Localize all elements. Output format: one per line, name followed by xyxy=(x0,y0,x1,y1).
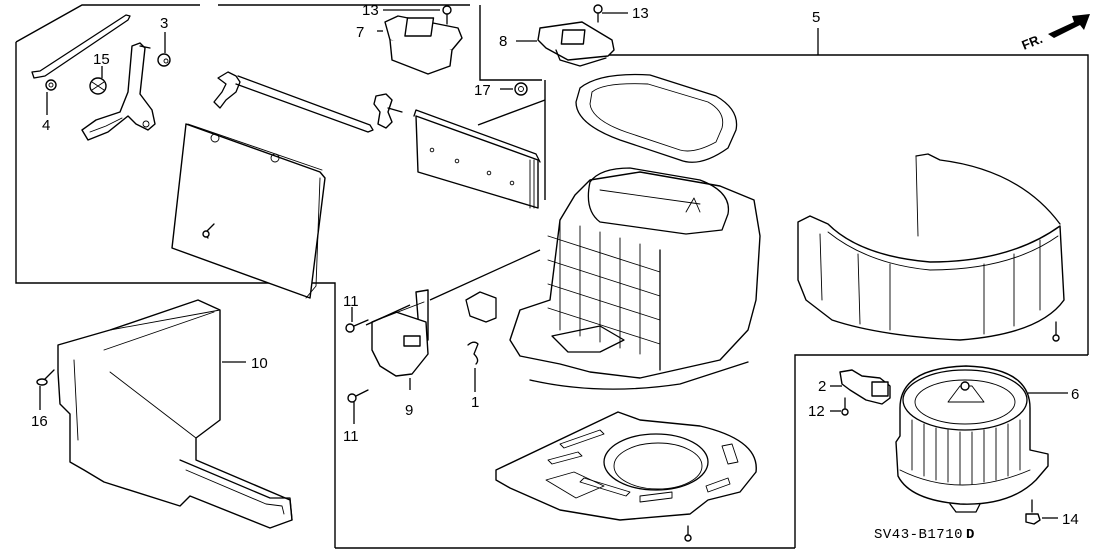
part-17-nut xyxy=(500,82,528,96)
part-6-blower-motor xyxy=(895,365,1068,513)
part-seal-ring xyxy=(575,73,738,163)
callout-17: 17 xyxy=(474,82,491,99)
callout-4: 4 xyxy=(42,117,50,134)
part-bottom-plate xyxy=(495,411,757,521)
callout-9: 9 xyxy=(405,402,413,419)
part-15-clip xyxy=(89,66,107,95)
callout-11-lower: 11 xyxy=(343,428,359,445)
callout-14: 14 xyxy=(1062,511,1079,528)
callout-11-upper: 11 xyxy=(343,293,359,310)
callout-1: 1 xyxy=(471,394,479,411)
front-label: FR. xyxy=(1020,31,1045,53)
group-boundary-motor xyxy=(794,354,1088,548)
callout-8: 8 xyxy=(499,33,507,50)
part-9-recirc-motor xyxy=(365,249,541,390)
part-4-nut xyxy=(45,79,57,115)
callout-12: 12 xyxy=(808,403,825,420)
part-filter-door xyxy=(171,123,326,299)
callout-13-left: 13 xyxy=(362,2,379,19)
callout-2: 2 xyxy=(818,378,826,395)
front-direction-indicator: FR. xyxy=(1020,14,1090,53)
front-direction-arrow-icon xyxy=(1048,14,1090,38)
callout-15: 15 xyxy=(93,51,110,68)
group-boundary-upper-left xyxy=(15,4,542,548)
reference-code: SV43-B1710 xyxy=(874,527,963,543)
callout-3: 3 xyxy=(160,15,168,32)
part-8-bracket xyxy=(516,4,628,67)
part-small-screw-left xyxy=(202,223,215,239)
group-boundary-housing xyxy=(335,54,1089,549)
reference-suffix: D xyxy=(966,527,975,543)
part-lever xyxy=(81,42,156,141)
part-screw-scroll xyxy=(1052,321,1060,342)
part-2-connector xyxy=(830,369,891,405)
part-7-resistor xyxy=(377,5,463,75)
part-screw-plate xyxy=(684,525,692,542)
part-blower-housing xyxy=(465,167,761,390)
part-scroll-housing xyxy=(797,153,1065,341)
part-16-screw-washer xyxy=(36,369,55,410)
part-11-screw-lower xyxy=(347,389,369,424)
part-10-duct xyxy=(57,299,293,529)
callout-10: 10 xyxy=(251,355,268,372)
part-rod xyxy=(31,14,131,79)
part-14-tapping-screw xyxy=(1025,499,1058,525)
callout-6: 6 xyxy=(1071,386,1079,403)
callout-13-right: 13 xyxy=(632,5,649,22)
callout-7: 7 xyxy=(356,24,364,41)
callout-16: 16 xyxy=(31,413,48,430)
part-fresh-air-door xyxy=(413,109,541,209)
part-door-shaft xyxy=(213,71,374,133)
part-1-clip xyxy=(467,341,479,392)
part-3-nut xyxy=(157,32,171,67)
callout-5: 5 xyxy=(812,9,820,26)
part-link-arm xyxy=(373,93,403,129)
part-11-screw-upper xyxy=(345,307,369,333)
part-12-screw xyxy=(830,397,849,416)
